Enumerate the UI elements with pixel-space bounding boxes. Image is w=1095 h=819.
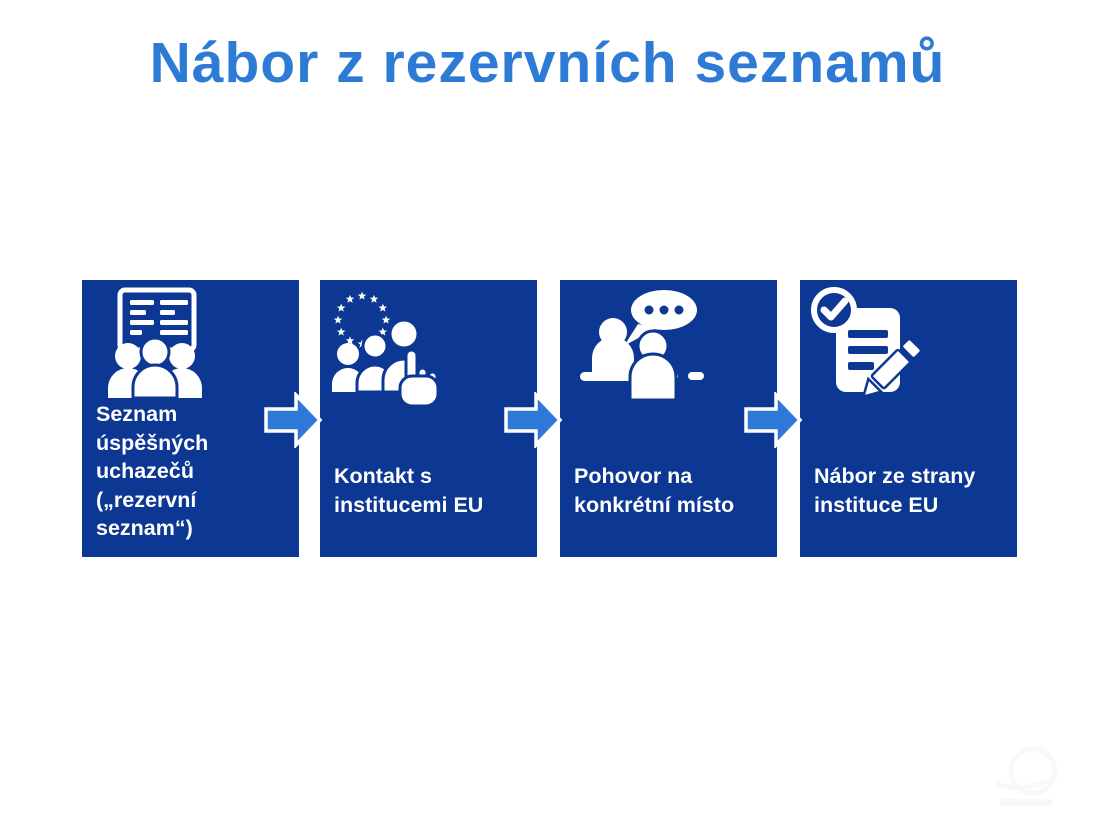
pointing-hand [398, 348, 440, 408]
faint-watermark-logo-icon [978, 743, 1073, 811]
flow-arrow-2-icon [503, 390, 563, 450]
speech-bubble [624, 290, 697, 346]
step-card-reserve-list: Seznam úspěšných uchazečů („rezervní sez… [82, 280, 299, 557]
check-circle [811, 287, 857, 333]
flow-arrow-1-icon [263, 390, 323, 450]
job-interview-icon [576, 288, 708, 402]
eu-institutions-contact-icon [328, 288, 454, 410]
step-card-eu-contact: Kontakt s institucemi EU [320, 280, 537, 557]
step-card-interview: Pohovor na konkrétní místo [560, 280, 777, 557]
slide-title: Nábor z rezervních seznamů [149, 31, 946, 95]
step-label: Kontakt s institucemi EU [334, 464, 484, 517]
reserve-list-audience-icon [94, 286, 216, 400]
step-label: Nábor ze strany instituce EU [814, 464, 976, 517]
step-label: Seznam úspěšných uchazečů („rezervní sez… [96, 402, 209, 541]
step-card-recruitment: Nábor ze strany instituce EU [800, 280, 1017, 557]
recruitment-signed-document-icon [808, 286, 926, 408]
flow-arrow-3-icon [743, 390, 803, 450]
pencil [861, 337, 923, 399]
step-label: Pohovor na konkrétní místo [574, 464, 735, 517]
